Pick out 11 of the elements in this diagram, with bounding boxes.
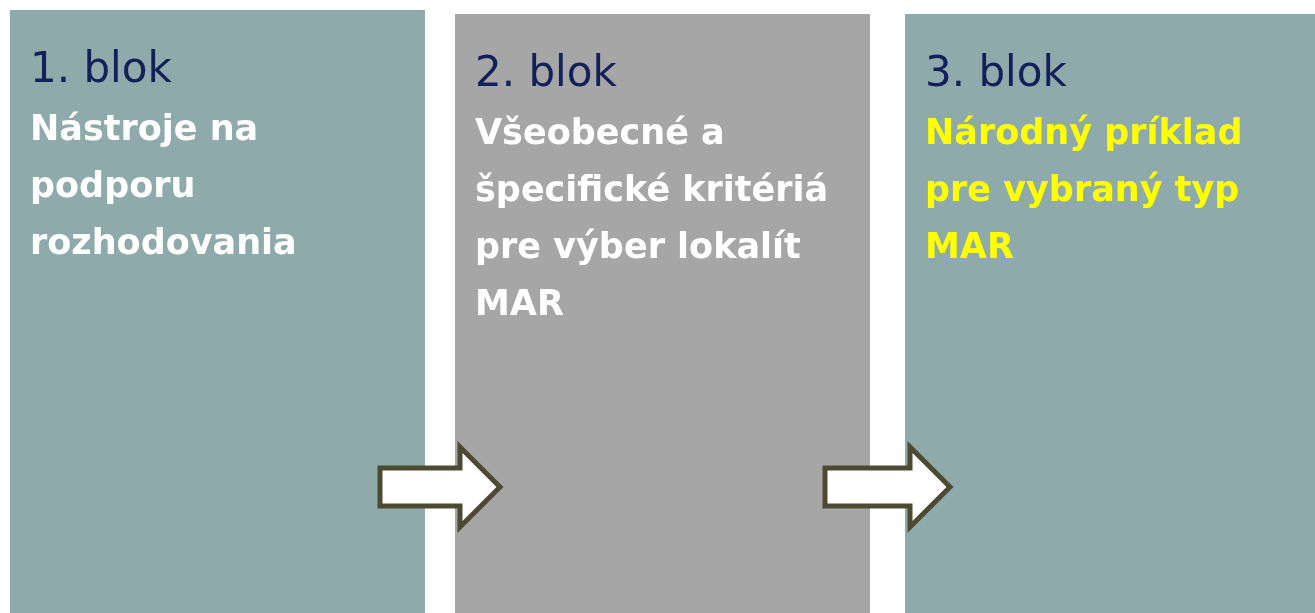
- block-panel: [905, 14, 1315, 613]
- block-panel: [455, 14, 870, 613]
- block-description: Nástroje na podporu rozhodovania: [30, 107, 298, 264]
- block-heading: 2. blok: [475, 46, 617, 98]
- block-description: Národný príklad pre vybraný typ MAR: [925, 111, 1244, 268]
- block-arrow: [822, 440, 954, 534]
- block-description: Všeobecné a špecifické kritériá pre výber lokalít MAR: [475, 111, 830, 325]
- block-panel: [10, 10, 425, 613]
- block-arrow: [377, 440, 504, 534]
- block-heading: 3. blok: [925, 46, 1067, 98]
- block-heading: 1. blok: [30, 42, 172, 94]
